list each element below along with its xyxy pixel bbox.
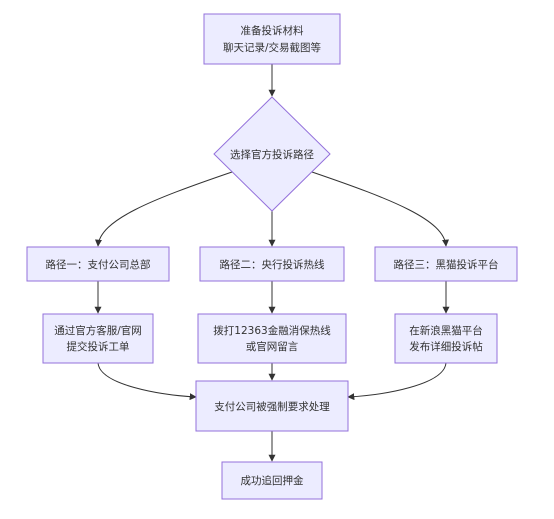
edge-decision-to-path3 — [311, 171, 449, 247]
action3-line1: 在新浪黑猫平台 — [409, 324, 483, 337]
action2-line1: 拨打12363金融消保热线 — [213, 324, 331, 337]
action2-line2: 或官网留言 — [246, 340, 299, 353]
prepare-line1: 准备投诉材料 — [241, 24, 304, 37]
node-decision: 选择官方投诉路径 — [213, 96, 331, 212]
node-action2: 拨打12363金融消保热线 或官网留言 — [197, 313, 347, 364]
node-path2: 路径二：央行投诉热线 — [199, 246, 345, 282]
path2-label: 路径二：央行投诉热线 — [220, 258, 325, 271]
action1-line2: 提交投诉工单 — [67, 340, 130, 353]
path3-label: 路径三：黑猫投诉平台 — [394, 258, 499, 271]
forced-label: 支付公司被强制要求处理 — [214, 400, 330, 413]
decision-label: 选择官方投诉路径 — [230, 148, 314, 161]
node-forced-processing: 支付公司被强制要求处理 — [195, 380, 349, 432]
edges — [94, 64, 450, 462]
node-path1: 路径一：支付公司总部 — [26, 246, 170, 282]
edge-action1-to-forced — [97, 362, 197, 401]
prepare-line2: 聊天记录/交易截图等 — [223, 41, 322, 54]
node-result: 成功追回押金 — [221, 461, 323, 500]
node-path3: 路径三：黑猫投诉平台 — [374, 246, 518, 282]
result-label: 成功追回押金 — [241, 474, 304, 487]
action1-line1: 通过官方客服/官网 — [54, 324, 142, 337]
path1-label: 路径一：支付公司总部 — [46, 258, 151, 271]
node-action3: 在新浪黑猫平台 发布详细投诉帖 — [394, 313, 498, 364]
edge-action3-to-forced — [347, 362, 447, 401]
action3-line2: 发布详细投诉帖 — [409, 340, 483, 353]
edge-decision-to-path1 — [95, 171, 233, 247]
node-action1: 通过官方客服/官网 提交投诉工单 — [42, 313, 154, 364]
node-prepare-materials: 准备投诉材料 聊天记录/交易截图等 — [203, 13, 341, 65]
